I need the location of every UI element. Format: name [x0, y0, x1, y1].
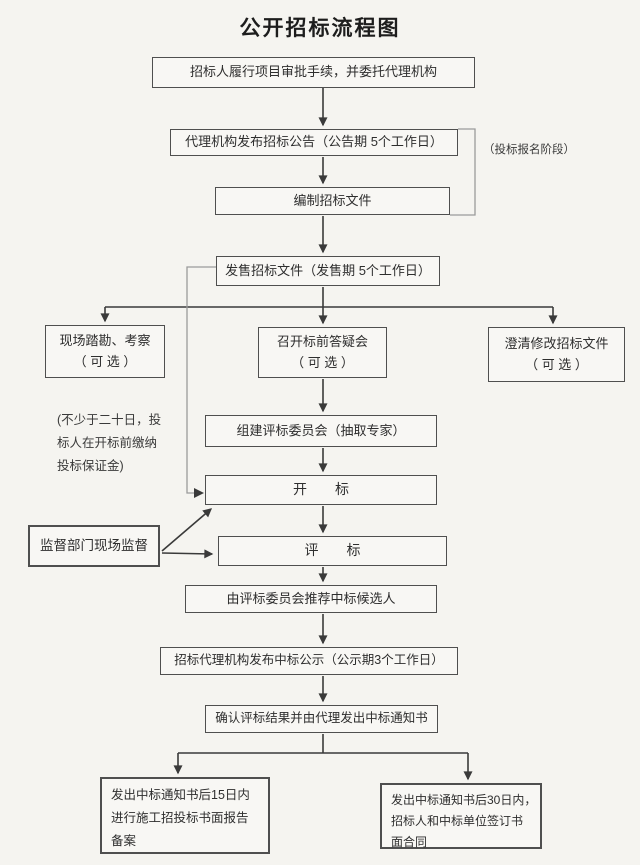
node-contract-line-2: 招标人和中标单位签订书: [391, 814, 524, 828]
node-qa-meeting: 召开标前答疑会 （ 可 选 ）: [258, 327, 387, 378]
node-site-survey: 现场踏勘、考察 （ 可 选 ）: [45, 325, 165, 378]
stage-bracket: [450, 128, 476, 216]
deposit-note-line-3: 投标保证金): [57, 459, 124, 473]
notice-split-lines: [173, 734, 473, 781]
node-supervision: 监督部门现场监督: [28, 525, 160, 567]
node-contract-line-3: 面合同: [391, 835, 428, 849]
node-approval: 招标人履行项目审批手续，并委托代理机构: [152, 57, 475, 88]
optional-branch-lines: [100, 306, 558, 325]
page-title: 公开招标流程图: [239, 17, 401, 40]
node-bid-evaluation: 评 标: [218, 536, 447, 566]
node-contract: 发出中标通知书后30日内， 招标人和中标单位签订书 面合同: [380, 783, 542, 849]
node-filing-line-2: 进行施工招投标书面报告: [111, 811, 249, 826]
node-clarify-docs-line-1: 澄清修改招标文件: [504, 336, 609, 352]
deposit-route-line: [186, 266, 216, 498]
node-filing: 发出中标通知书后15日内 进行施工招投标书面报告 备案: [100, 777, 270, 854]
node-qa-meeting-line-2: （ 可 选 ）: [291, 354, 354, 370]
node-clarify-docs-line-2: （ 可 选 ）: [525, 356, 588, 372]
node-contract-line-1: 发出中标通知书后30日内，: [391, 793, 537, 807]
node-site-survey-line-1: 现场踏勘、考察: [59, 333, 151, 349]
node-filing-line-3: 备案: [111, 834, 137, 849]
node-bid-opening: 开 标: [205, 475, 437, 505]
node-qa-meeting-line-1: 召开标前答疑会: [276, 334, 368, 350]
supervision-arrows: [161, 508, 214, 559]
node-win-publicity: 招标代理机构发布中标公示（公示期3个工作日）: [160, 647, 458, 675]
deposit-note: (不少于二十日，投 标人在开标前缴纳 投标保证金): [57, 409, 161, 478]
deposit-note-line-1: (不少于二十日，投: [57, 413, 162, 427]
node-confirm-notice: 确认评标结果并由代理发出中标通知书: [205, 705, 438, 733]
node-filing-line-1: 发出中标通知书后15日内: [111, 788, 250, 802]
node-recommend: 由评标委员会推荐中标候选人: [185, 585, 437, 613]
node-committee: 组建评标委员会（抽取专家）: [205, 415, 437, 447]
node-sell-docs: 发售招标文件（发售期 5个工作日）: [216, 256, 440, 286]
node-site-survey-line-2: （ 可 选 ）: [73, 353, 137, 369]
node-prepare-docs: 编制招标文件: [215, 187, 450, 215]
deposit-note-line-2: 标人在开标前缴纳: [57, 436, 158, 450]
node-clarify-docs: 澄清修改招标文件 （ 可 选 ）: [488, 327, 625, 382]
registration-stage-label: （投标报名阶段）: [483, 144, 575, 156]
node-announcement: 代理机构发布招标公告（公告期 5个工作日）: [170, 129, 458, 156]
